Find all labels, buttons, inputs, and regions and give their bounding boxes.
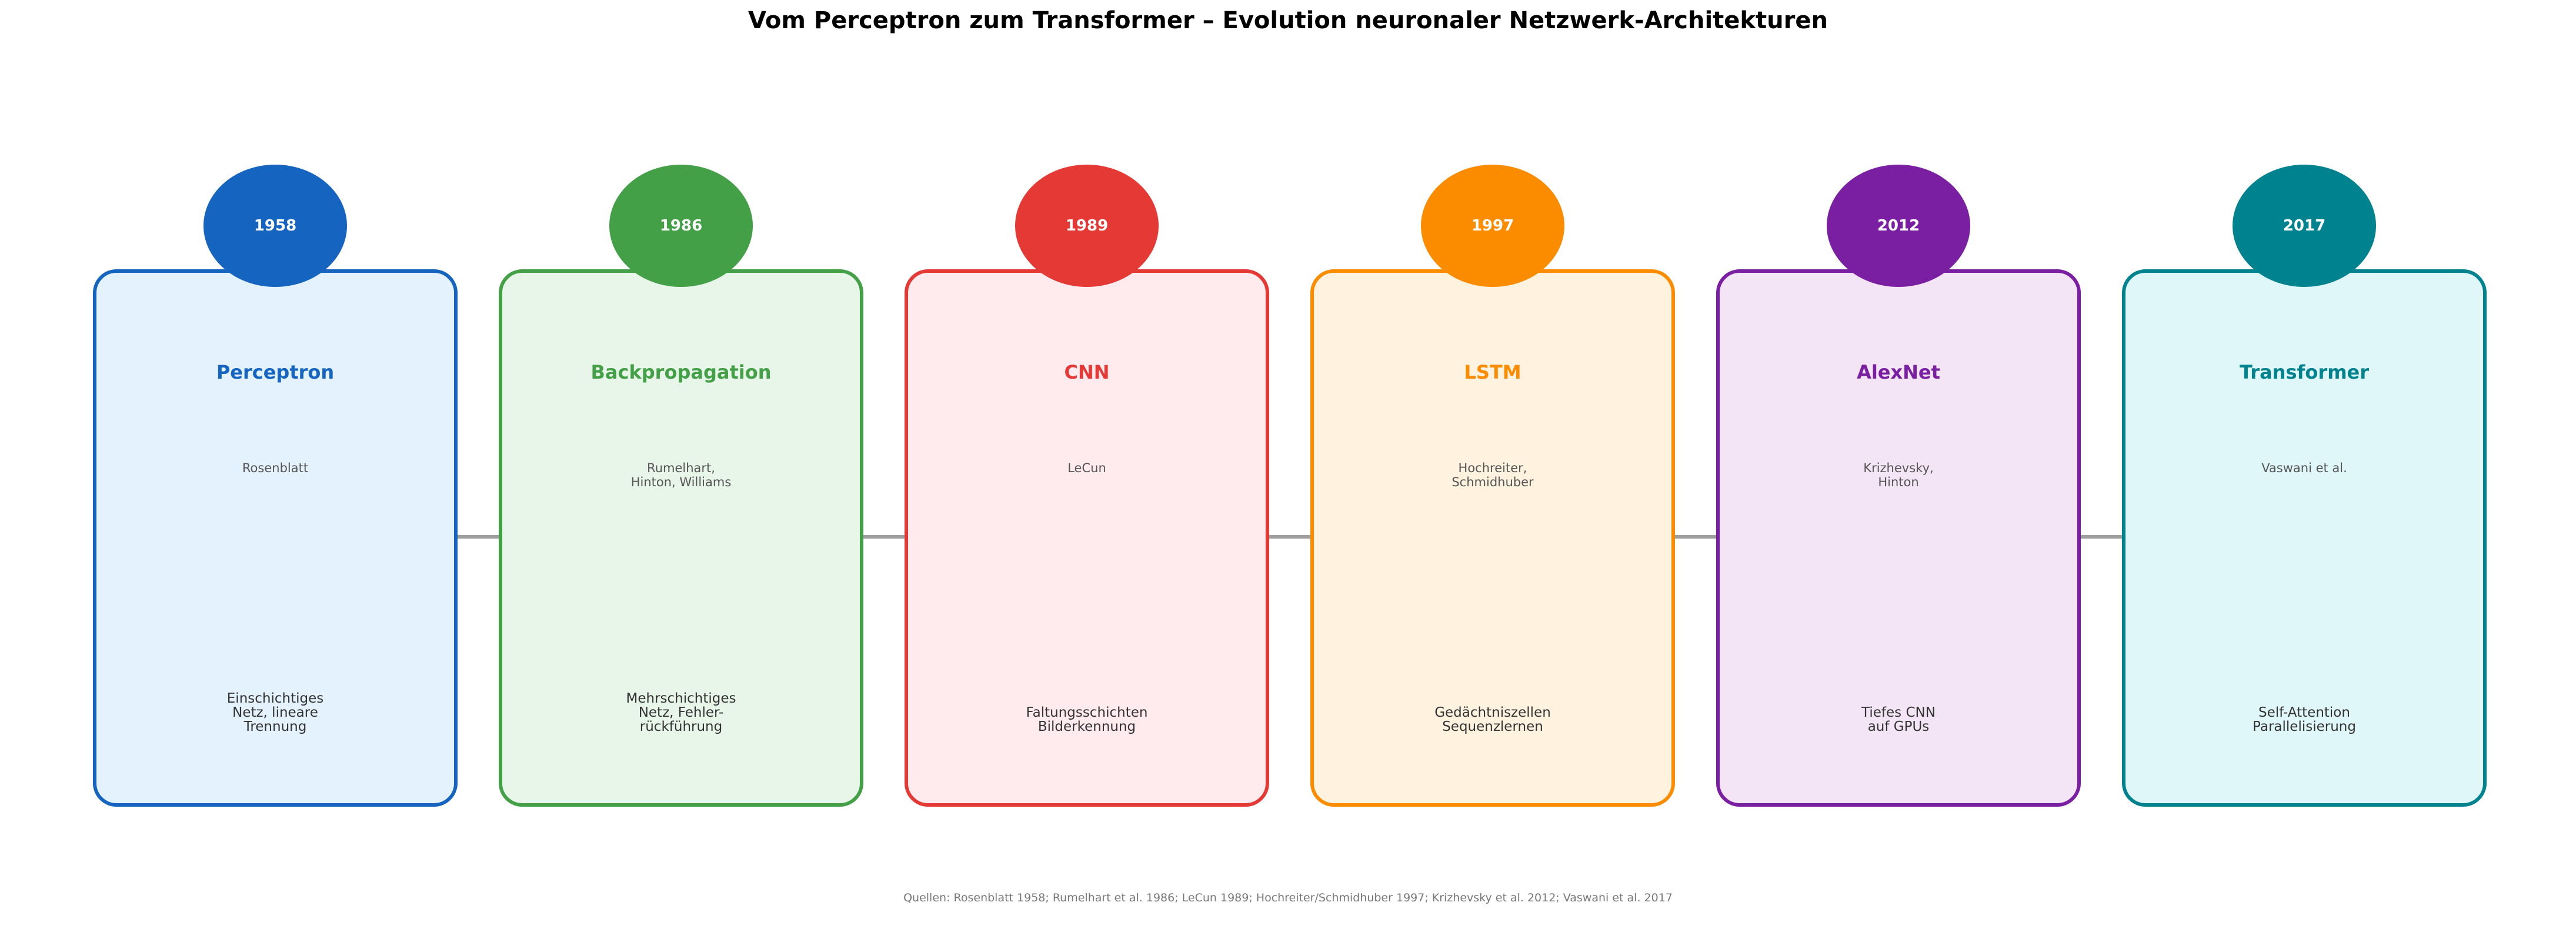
milestone-authors: Krizhevsky, Hinton (1863, 461, 1934, 489)
connector-4-5 (1657, 535, 1718, 539)
milestone-authors: LeCun (1067, 461, 1106, 475)
milestone-card-lstm: LSTM Hochreiter, Schmidhuber Gedächtnisz… (1310, 269, 1675, 807)
milestone-card-perceptron: Perceptron Rosenblatt Einschichtiges Net… (93, 269, 458, 807)
milestone-authors: Rosenblatt (242, 461, 309, 475)
year-badge: 2012 (1827, 165, 1970, 287)
connector-3-4 (1251, 535, 1312, 539)
milestone-card-backpropagation: Backpropagation Rumelhart, Hinton, Willi… (499, 269, 863, 807)
milestone-name: Perceptron (216, 361, 335, 383)
milestone-authors: Vaswani et al. (2261, 461, 2347, 475)
milestone-name: Backpropagation (590, 361, 772, 383)
milestone-name: AlexNet (1857, 361, 1940, 383)
milestone-description: Gedächtniszellen Sequenzlernen (1434, 705, 1551, 734)
connector-1-2 (439, 535, 500, 539)
milestone-card-cnn: CNN LeCun Faltungsschichten Bilderkennun… (905, 269, 1269, 807)
milestone-description: Faltungsschichten Bilderkennung (1026, 705, 1148, 734)
connector-5-6 (2063, 535, 2124, 539)
milestone-name: LSTM (1464, 361, 1521, 383)
milestone-card-transformer: Transformer Vaswani et al. Self-Attentio… (2122, 269, 2487, 807)
milestone-name: Transformer (2239, 361, 2370, 383)
milestone-name: CNN (1064, 361, 1110, 383)
connector-2-3 (845, 535, 906, 539)
milestone-card-alexnet: AlexNet Krizhevsky, Hinton Tiefes CNN au… (1716, 269, 2081, 807)
milestone-description: Einschichtiges Netz, lineare Trennung (226, 691, 324, 734)
milestone-description: Tiefes CNN auf GPUs (1861, 705, 1936, 734)
year-badge: 1989 (1015, 165, 1159, 287)
milestone-authors: Rumelhart, Hinton, Williams (630, 461, 732, 489)
milestone-description: Self-Attention Parallelisierung (2253, 705, 2356, 734)
diagram-title: Vom Perceptron zum Transformer – Evoluti… (748, 7, 1828, 34)
year-badge: 1997 (1421, 165, 1564, 287)
year-badge: 1986 (609, 165, 753, 287)
year-badge: 2017 (2233, 165, 2376, 287)
sources-footnote: Quellen: Rosenblatt 1958; Rumelhart et a… (903, 891, 1673, 904)
year-badge: 1958 (203, 165, 347, 287)
milestone-description: Mehrschichtiges Netz, Fehler- rückführun… (626, 691, 736, 734)
milestone-authors: Hochreiter, Schmidhuber (1451, 461, 1534, 489)
